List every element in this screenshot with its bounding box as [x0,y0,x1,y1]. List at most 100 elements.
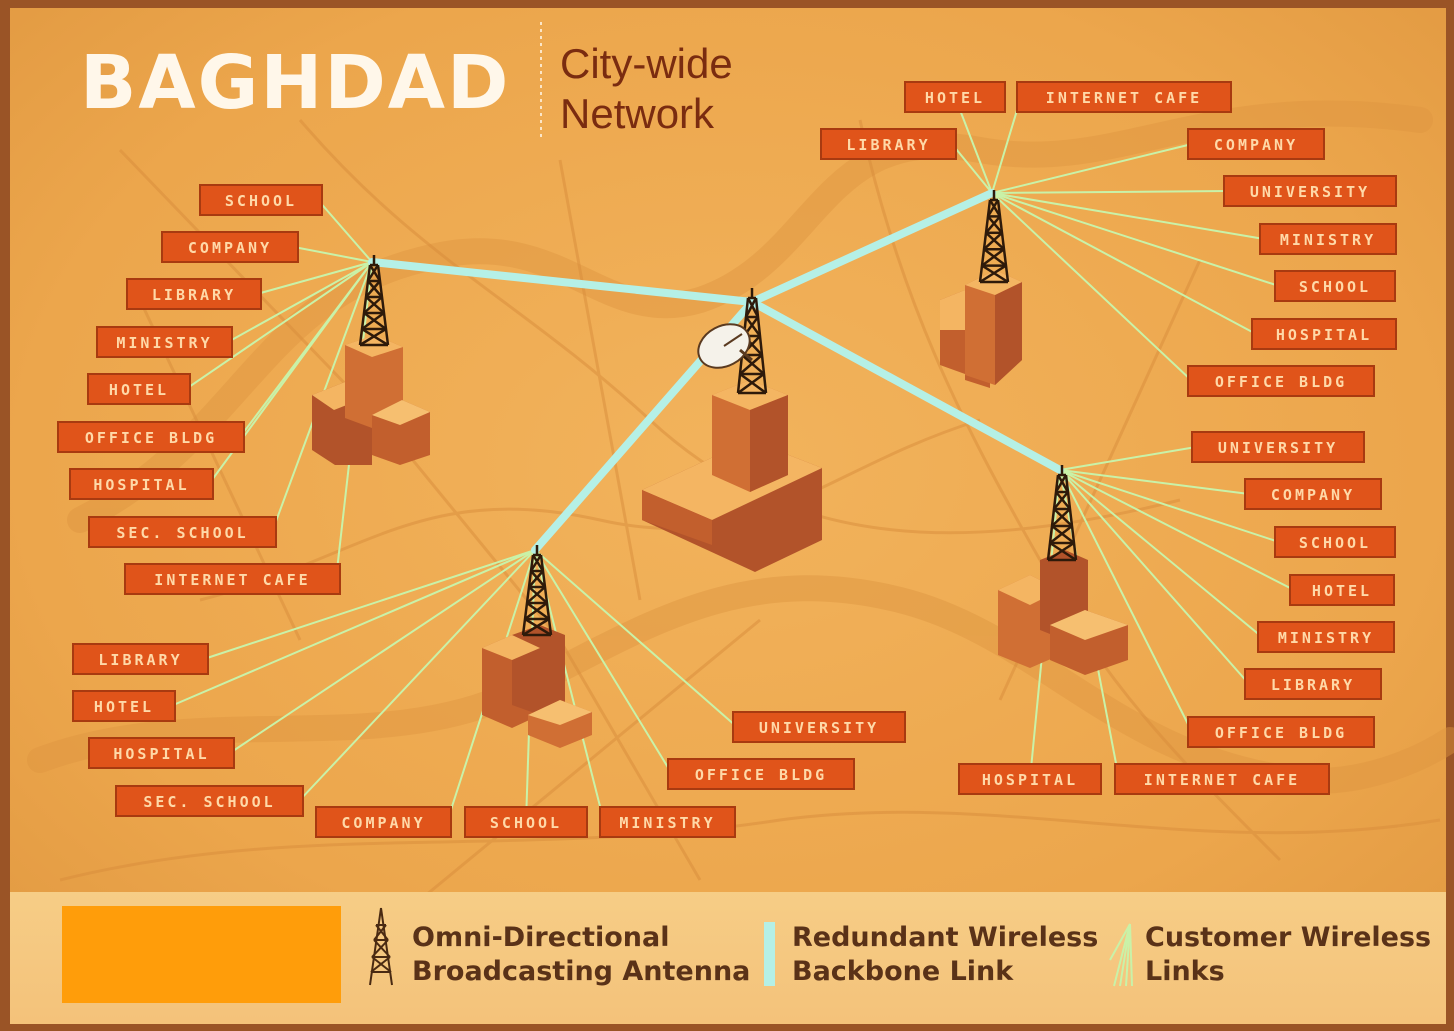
customer-label-box [161,231,299,263]
customer-label-box [199,184,323,216]
customer-link-west-4 [185,261,373,390]
customer-label-box [69,468,214,500]
customer-label-box [1289,574,1395,606]
customer-label-text: OFFICE BLDG [85,429,217,447]
customer-link-northeast-7 [991,192,1257,335]
customer-label-box [464,806,588,838]
backbone-links-layer [368,189,1064,554]
customer-label-southwest-1: HOTEL [72,690,176,722]
customer-label-southeast-0: UNIVERSITY [1191,431,1365,463]
customer-label-text: SCHOOL [490,814,562,832]
customer-link-northeast-4 [991,190,1229,194]
customer-label-west-8: INTERNET CAFE [124,563,341,595]
customer-label-southwest-8: UNIVERSITY [732,711,906,743]
customer-link-southeast-6 [1059,469,1193,733]
customer-label-northeast-2: LIBRARY [820,128,957,160]
customer-label-box [820,128,957,160]
antenna-tower-icon [369,907,393,986]
customer-label-text: SCHOOL [1299,278,1371,296]
customer-label-box [1274,270,1396,302]
towers-layer [358,190,1078,637]
customer-link-west-0 [317,199,373,263]
customer-label-text: MINISTRY [1280,231,1376,249]
customer-label-box [958,763,1102,795]
customer-label-southeast-4: MINISTRY [1257,621,1395,653]
customer-label-northeast-8: OFFICE BLDG [1187,365,1375,397]
customer-label-southeast-3: HOTEL [1289,574,1395,606]
backbone-link-northeast [748,189,996,306]
customer-label-northeast-6: SCHOOL [1274,270,1396,302]
customer-link-southeast-1 [1059,469,1250,495]
customer-label-box [1244,668,1382,700]
customer-label-west-0: SCHOOL [199,184,323,216]
customer-link-west-2 [256,261,373,295]
customer-label-box [667,758,855,790]
customer-link-southeast-4 [1059,469,1263,638]
customer-label-southwest-2: HOSPITAL [88,737,235,769]
backbone-bar-icon [764,922,775,986]
customer-link-northeast-6 [991,192,1280,287]
customer-link-southeast-3 [1059,469,1295,591]
customer-link-northeast-2 [951,143,993,194]
customer-label-text: HOSPITAL [982,771,1078,789]
customer-labels-layer: SCHOOL COMPANY LIBRARY MINISTRY HOTEL OFFICE … [57,81,1397,838]
customer-label-southeast-2: SCHOOL [1274,526,1396,558]
customer-label-northeast-0: HOTEL [904,81,1006,113]
customer-link-southeast-0 [1059,446,1197,471]
customer-label-text: COMPANY [1214,136,1298,154]
customer-link-southeast-5 [1059,469,1250,685]
customer-label-southwest-4: COMPANY [315,806,452,838]
customer-label-box [1223,175,1397,207]
customer-label-west-7: SEC. SCHOOL [88,516,277,548]
customer-label-southwest-3: SEC. SCHOOL [115,785,304,817]
customer-label-text: SCHOOL [1299,534,1371,552]
customer-label-southeast-8: INTERNET CAFE [1114,763,1330,795]
customer-label-text: HOTEL [94,698,154,716]
customer-label-text: MINISTRY [619,814,715,832]
building-southeast [998,550,1128,675]
customer-label-text: LIBRARY [152,286,236,304]
customer-label-text: MINISTRY [116,334,212,352]
customer-label-text: OFFICE BLDG [1215,373,1347,391]
customer-label-southwest-7: OFFICE BLDG [667,758,855,790]
customer-label-text: COMPANY [341,814,425,832]
customer-label-box [599,806,736,838]
customer-label-box [732,711,906,743]
building-central [642,380,822,572]
customer-label-text: HOTEL [925,89,985,107]
customer-label-southeast-5: LIBRARY [1244,668,1382,700]
customer-label-box [1187,128,1325,160]
customer-label-text: UNIVERSITY [1218,439,1338,457]
customer-label-text: LIBRARY [846,136,930,154]
customer-label-text: UNIVERSITY [1250,183,1370,201]
customer-label-box [126,278,262,310]
customer-label-box [1114,763,1330,795]
customer-label-text: SCHOOL [225,192,297,210]
building-west [312,335,430,465]
backbone-link-west [368,258,756,306]
customer-link-northeast-5 [991,192,1265,240]
backbone-link-southeast [748,298,1064,474]
antenna-tower-icon-southeast [1046,465,1078,562]
legend-customer-line1: Customer Wireless [1145,922,1431,953]
customer-link-southwest-1 [170,549,536,707]
radiating-links-icon [1109,923,1133,987]
customer-label-text: HOTEL [1312,582,1372,600]
customer-label-box [1257,621,1395,653]
customer-link-northeast-8 [991,192,1193,382]
customer-label-west-2: LIBRARY [126,278,262,310]
customer-label-box [88,516,277,548]
customer-label-box [1251,318,1397,350]
customer-label-text: SEC. SCHOOL [116,524,248,542]
customer-label-text: HOSPITAL [1276,326,1372,344]
customer-label-text: INTERNET CAFE [1144,771,1300,789]
customer-label-box [1274,526,1396,558]
customer-label-text: HOSPITAL [93,476,189,494]
satellite-dish-icon [697,323,753,369]
customer-label-box [87,373,191,405]
title-subtitle-line2: Network [560,90,715,137]
customer-label-southwest-6: MINISTRY [599,806,736,838]
customer-label-southeast-1: COMPANY [1244,478,1382,510]
